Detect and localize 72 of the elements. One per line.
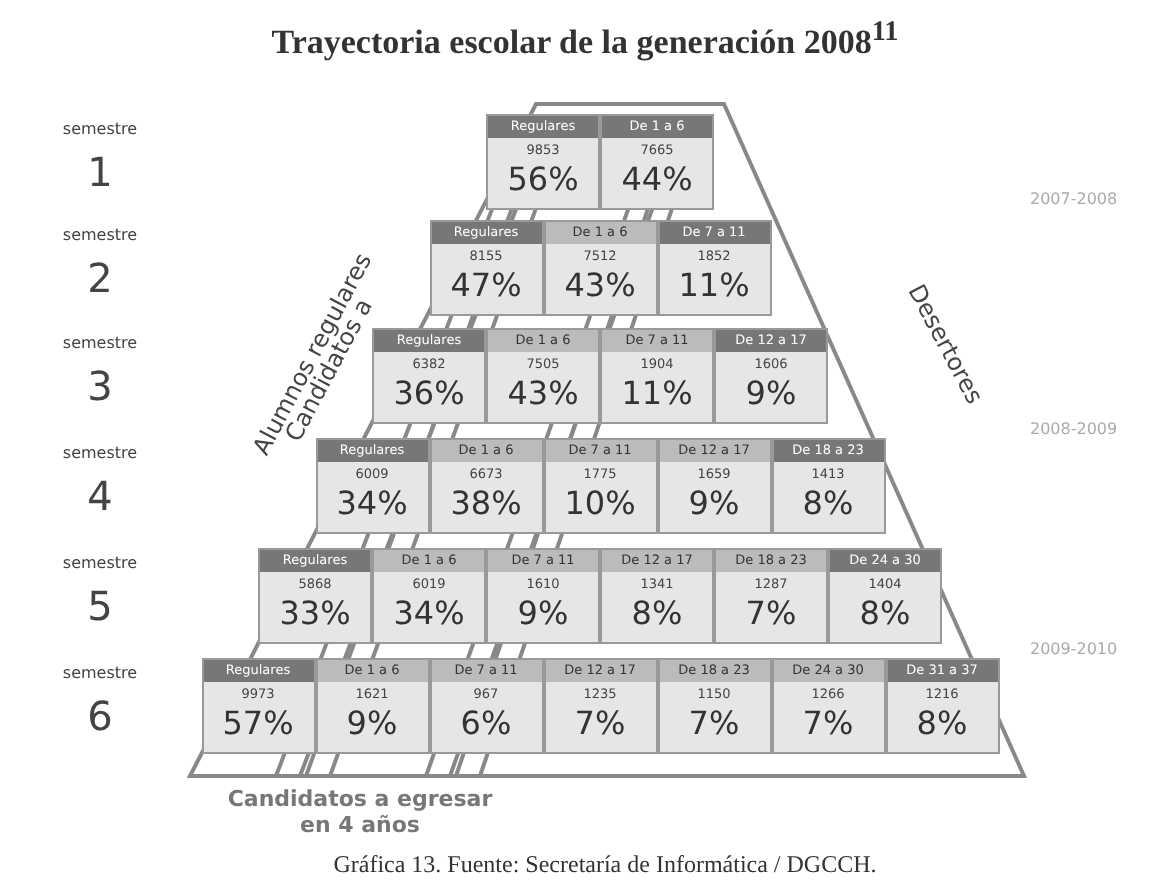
pyramid-cell — [429, 658, 543, 754]
percent-value: 34% — [391, 594, 467, 632]
semester-label: semestre — [60, 120, 140, 138]
semester-number: 3 — [85, 362, 115, 410]
semester-label: semestre — [60, 226, 140, 244]
semester-number: 4 — [85, 472, 115, 520]
pyramid-cell — [714, 328, 828, 424]
pyramid-cell — [258, 548, 372, 644]
percent-value: 7% — [686, 704, 742, 742]
percent-value: 9% — [344, 704, 400, 742]
pyramid-cell — [771, 438, 885, 534]
pyramid-cell — [486, 114, 600, 210]
year-label: 2008-2009 — [1030, 420, 1118, 438]
pyramid-cell — [771, 658, 885, 754]
percent-value: 7% — [743, 594, 799, 632]
percent-value: 36% — [391, 374, 467, 412]
percent-value: 6% — [458, 704, 514, 742]
semester-label: semestre — [60, 554, 140, 572]
semester-label: semestre — [60, 664, 140, 682]
pyramid-cell — [657, 220, 771, 316]
percent-value: 57% — [220, 704, 296, 742]
pyramid-cell — [315, 658, 429, 754]
percent-value: 34% — [334, 484, 410, 522]
pyramid-cell — [885, 658, 999, 754]
percent-value: 9% — [743, 374, 799, 412]
pyramid-cell — [486, 548, 600, 644]
percent-value: 43% — [505, 374, 581, 412]
semester-number: 1 — [85, 148, 115, 196]
percent-value: 9% — [686, 484, 742, 522]
semester-label: semestre — [60, 444, 140, 462]
semester-number: 5 — [85, 582, 115, 630]
percent-value: 8% — [629, 594, 685, 632]
percent-value: 9% — [515, 594, 571, 632]
percent-value: 7% — [800, 704, 856, 742]
semester-number: 2 — [85, 254, 115, 302]
pyramid-cell — [372, 328, 486, 424]
percent-value: 11% — [619, 374, 695, 412]
pyramid-cell — [543, 658, 657, 754]
percent-value: 38% — [448, 484, 524, 522]
year-label: 2009-2010 — [1030, 640, 1118, 658]
percent-value: 8% — [800, 484, 856, 522]
pyramid-cell — [372, 548, 486, 644]
percent-value: 33% — [277, 594, 353, 632]
pyramid-cell — [201, 658, 315, 754]
caption: Gráfica 13. Fuente: Secretaría de Informática / DGCCH. — [331, 850, 879, 880]
percent-value: 8% — [857, 594, 913, 632]
pyramid-cell — [600, 114, 714, 210]
pyramid-cell — [828, 548, 942, 644]
pyramid-cell — [429, 220, 543, 316]
pyramid-cell — [543, 220, 657, 316]
percent-value: 10% — [562, 484, 638, 522]
pyramid-cell — [486, 328, 600, 424]
pyramid-cell — [657, 658, 771, 754]
pyramid-cell — [315, 438, 429, 534]
pyramid-cell — [714, 548, 828, 644]
pyramid-cell — [429, 438, 543, 534]
percent-value: 7% — [572, 704, 628, 742]
chart-title: Trayectoria escolar de la generación 2008$^{11}$ — [269, 16, 901, 64]
pyramid-cell — [600, 548, 714, 644]
pyramid-cell — [657, 438, 771, 534]
semester-number: 6 — [85, 692, 115, 740]
year-label: 2007-2008 — [1030, 190, 1118, 208]
percent-value: 8% — [914, 704, 970, 742]
note-label: Candidatos a egresar en 4 años — [225, 786, 495, 838]
pyramid-cell — [600, 328, 714, 424]
percent-value: 56% — [505, 160, 581, 198]
semester-label: semestre — [60, 334, 140, 352]
pyramid-cell — [543, 438, 657, 534]
percent-value: 43% — [562, 266, 638, 304]
percent-value: 11% — [676, 266, 752, 304]
percent-value: 44% — [619, 160, 695, 198]
percent-value: 47% — [448, 266, 524, 304]
